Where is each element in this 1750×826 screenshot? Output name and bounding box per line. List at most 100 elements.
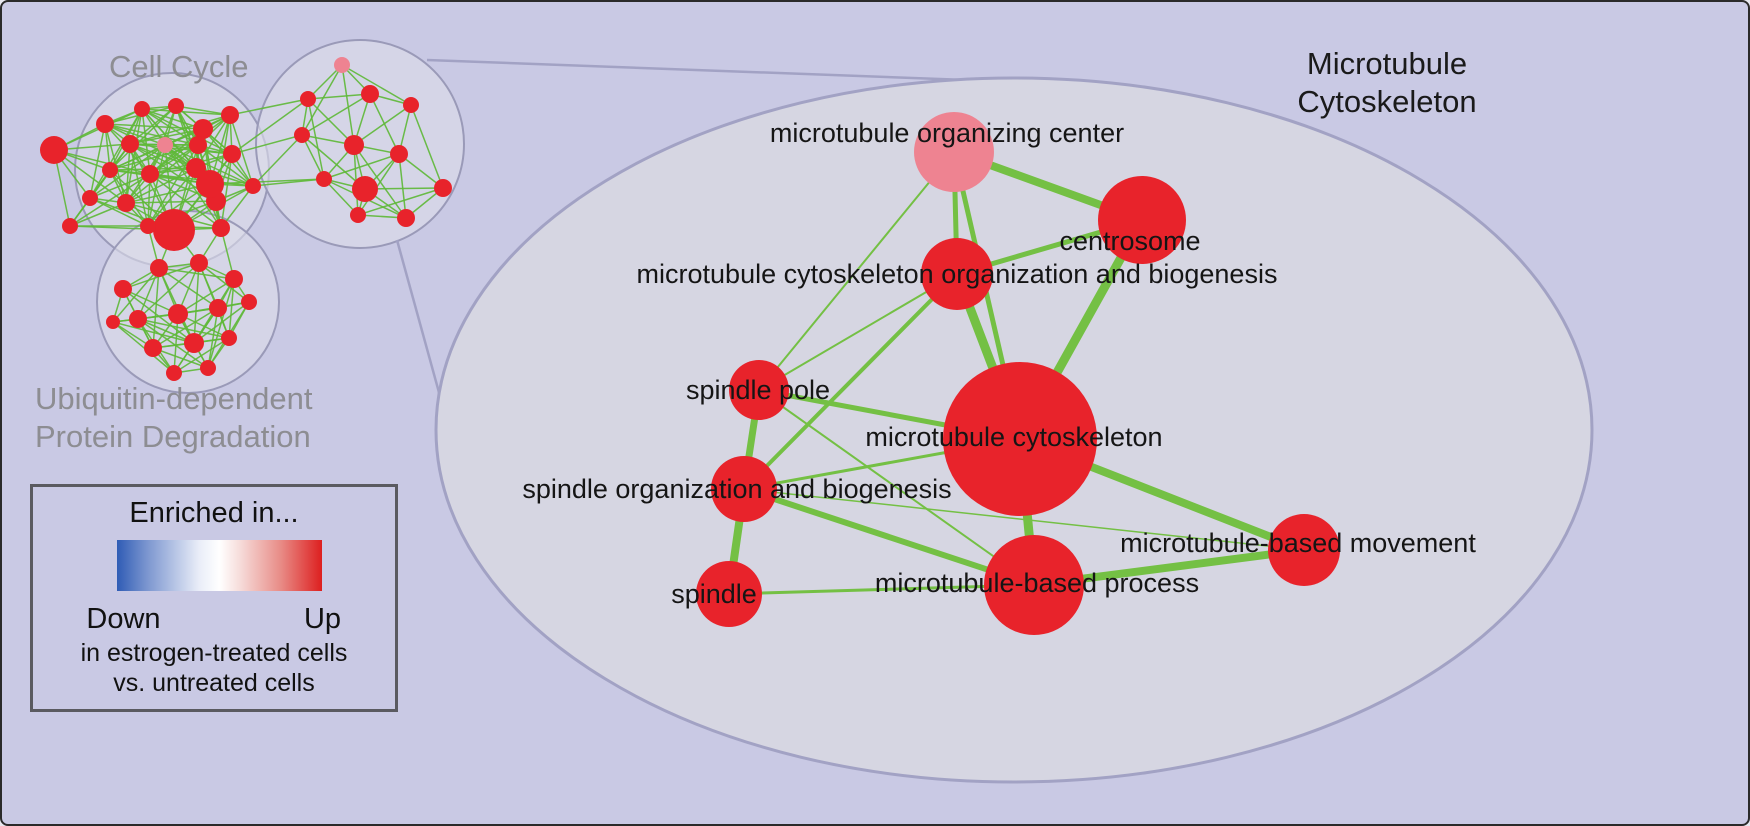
mini-edge [152, 267, 160, 349]
mini-edge [158, 267, 235, 280]
mini-node [300, 91, 316, 107]
mini-edge [307, 98, 325, 180]
mini-node [157, 137, 173, 153]
mini-edge [89, 197, 149, 227]
mini-edge [209, 178, 325, 185]
node-moc [914, 112, 994, 192]
mini-edge [69, 173, 151, 227]
mini-edge [112, 321, 175, 374]
mini-edge [229, 98, 309, 116]
mini-edge [228, 278, 235, 339]
mini-node [102, 162, 118, 178]
mini-edge [307, 64, 343, 100]
mini-node [212, 219, 230, 237]
mini-edge [307, 98, 355, 146]
mini-edge [112, 321, 195, 344]
mini-node [190, 254, 208, 272]
ubiquitin-label-line1: Ubiquitin-dependent [35, 381, 313, 416]
cluster-label-ubiquitin: Ubiquitin-dependent Protein Degradation [35, 380, 313, 456]
mini-node [241, 294, 257, 310]
mini-edge [141, 108, 231, 116]
mini-node [62, 218, 78, 234]
mini-node [200, 360, 216, 376]
mini-edge [129, 114, 231, 145]
mini-node [96, 115, 114, 133]
mini-edge [341, 64, 412, 106]
node-spindle_org [711, 456, 777, 522]
mini-edge [125, 167, 197, 204]
node-label-mbm: microtubule-based movement [1120, 528, 1476, 558]
node-label-spindle_pole: spindle pole [686, 375, 830, 405]
mini-node [114, 280, 132, 298]
mini-node [129, 310, 147, 328]
cluster-label-cell-cycle: Cell Cycle [109, 49, 249, 84]
mini-edge [301, 134, 366, 190]
mini-node [350, 207, 366, 223]
mini-edge [147, 144, 166, 227]
node-mbp [984, 535, 1084, 635]
mini-node [221, 106, 239, 124]
mini-edge [152, 347, 209, 369]
mini-edge [177, 278, 235, 315]
mini-node [82, 190, 98, 206]
mini-edge [152, 307, 219, 349]
mini-edge [141, 108, 151, 175]
mini-edge [301, 134, 325, 180]
mini-node [316, 171, 332, 187]
mini-node [186, 158, 206, 178]
mini-edge [398, 153, 407, 219]
mini-edge [364, 187, 444, 190]
node-mc [943, 362, 1097, 516]
mini-edge [307, 93, 371, 100]
mini-edge [125, 144, 199, 204]
mini-edge [149, 144, 199, 175]
edge-spindle_org-mbp [741, 486, 1037, 588]
node-spindle [696, 561, 762, 627]
mini-nodes [40, 57, 452, 381]
mini-node [225, 270, 243, 288]
mini-node [209, 299, 227, 317]
node-centrosome [1098, 176, 1186, 264]
edge-mco-spindle_org [742, 272, 959, 491]
network-node-labels: microtubule organizing centercentrosomem… [522, 118, 1476, 609]
mini-node [294, 127, 310, 143]
edge-moc-spindle_pole [758, 151, 955, 391]
mini-node [397, 209, 415, 227]
mini-edge [109, 128, 204, 171]
mini-edge [301, 64, 343, 136]
node-label-spindle: spindle [671, 579, 757, 609]
mini-edge [173, 337, 230, 374]
node-label-centrosome: centrosome [1059, 226, 1200, 256]
mini-edge [198, 262, 250, 303]
node-label-mc: microtubule cytoskeleton [865, 422, 1162, 452]
node-spindle_pole [729, 360, 789, 420]
edge-mco-spindle_pole [758, 273, 958, 391]
mini-edge [104, 123, 199, 146]
mini-node [245, 178, 261, 194]
enrichment-gradient-bar [117, 540, 322, 591]
legend-up-label: Up [303, 603, 342, 635]
mini-edge [231, 134, 303, 155]
mini-node [184, 333, 204, 353]
mini-node [334, 57, 350, 73]
mini-edge [410, 104, 444, 189]
mini-edge [137, 267, 160, 320]
mini-edge [109, 144, 199, 171]
mini-edge [122, 288, 179, 315]
mini-node [166, 365, 182, 381]
mini-node [168, 98, 184, 114]
mini-edge [89, 173, 151, 199]
mini-edge [147, 144, 199, 227]
legend-caption-line2: vs. untreated cells [113, 669, 315, 697]
microtubule-label-line2: Cytoskeleton [1297, 84, 1477, 119]
cluster-label-microtubule-cytoskeleton: Microtubule Cytoskeleton [1237, 45, 1537, 121]
mini-edge [357, 153, 400, 216]
mini-edge [207, 307, 219, 369]
node-label-mbp: microtubule-based process [875, 568, 1199, 598]
mini-edge [69, 202, 127, 227]
zoom-line-1 [426, 58, 968, 82]
mini-edge [89, 123, 106, 199]
mini-edge [353, 104, 412, 146]
mini-node [221, 330, 237, 346]
